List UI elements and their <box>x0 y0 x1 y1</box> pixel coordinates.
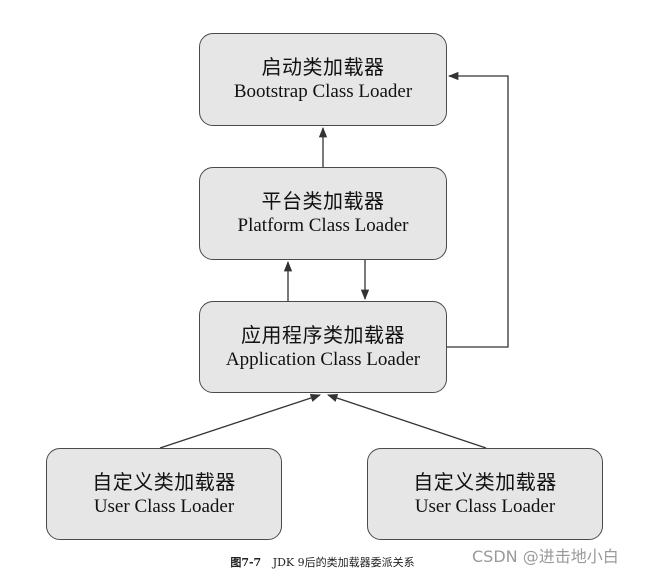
application-node-cn-label: 应用程序类加载器 <box>241 322 405 347</box>
user-class-loader-node-left: 自定义类加载器 User Class Loader <box>46 448 282 540</box>
edge-user2-to-application <box>327 394 487 449</box>
bootstrap-node-en-label: Bootstrap Class Loader <box>233 81 413 103</box>
user2-node-en-label: User Class Loader <box>414 495 556 517</box>
application-node-en-label: Application Class Loader <box>225 348 421 370</box>
figure-caption: 图7-7 JDK 9后的类加载器委派关系 <box>0 554 645 570</box>
platform-node-en-label: Platform Class Loader <box>237 215 409 237</box>
platform-node-cn-label: 平台类加载器 <box>261 189 385 214</box>
bootstrap-class-loader-node: 启动类加载器 Bootstrap Class Loader <box>199 33 447 126</box>
application-class-loader-node: 应用程序类加载器 Application Class Loader <box>199 301 447 393</box>
user1-node-en-label: User Class Loader <box>93 495 235 517</box>
bootstrap-node-cn-label: 启动类加载器 <box>261 55 385 80</box>
platform-class-loader-node: 平台类加载器 Platform Class Loader <box>199 167 447 260</box>
edge-user1-to-application <box>159 393 321 449</box>
figure-caption-text: JDK 9后的类加载器委派关系 <box>272 556 415 569</box>
edge-application-to-bootstrap <box>447 71 509 348</box>
figure-number: 图7-7 <box>230 556 262 569</box>
user2-node-cn-label: 自定义类加载器 <box>413 469 557 494</box>
user-class-loader-node-right: 自定义类加载器 User Class Loader <box>367 448 603 540</box>
csdn-watermark: CSDN @进击地小白 <box>472 547 619 566</box>
user1-node-cn-label: 自定义类加载器 <box>92 469 236 494</box>
